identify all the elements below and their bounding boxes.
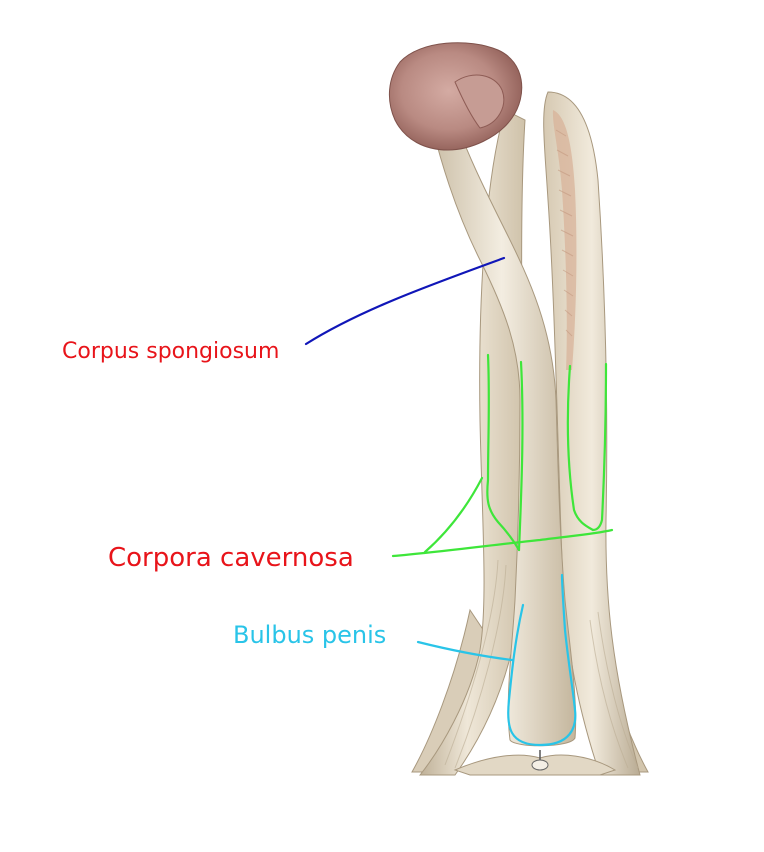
bulbus-penis-outline bbox=[416, 573, 577, 747]
glans-corona bbox=[454, 74, 505, 129]
bottom-node bbox=[531, 759, 549, 771]
striations bbox=[444, 559, 639, 769]
corpora-cavernosa-outline bbox=[391, 353, 614, 558]
corpus-spongiosum-leader-line bbox=[304, 256, 506, 346]
label-bulbus-penis: Bulbus penis bbox=[233, 621, 386, 649]
label-corpora-cavernosa: Corpora cavernosa bbox=[108, 543, 354, 573]
label-corpus-spongiosum: Corpus spongiosum bbox=[62, 339, 279, 364]
erectile-hatching bbox=[555, 129, 574, 337]
erectile-tissue-stripe bbox=[552, 110, 577, 370]
